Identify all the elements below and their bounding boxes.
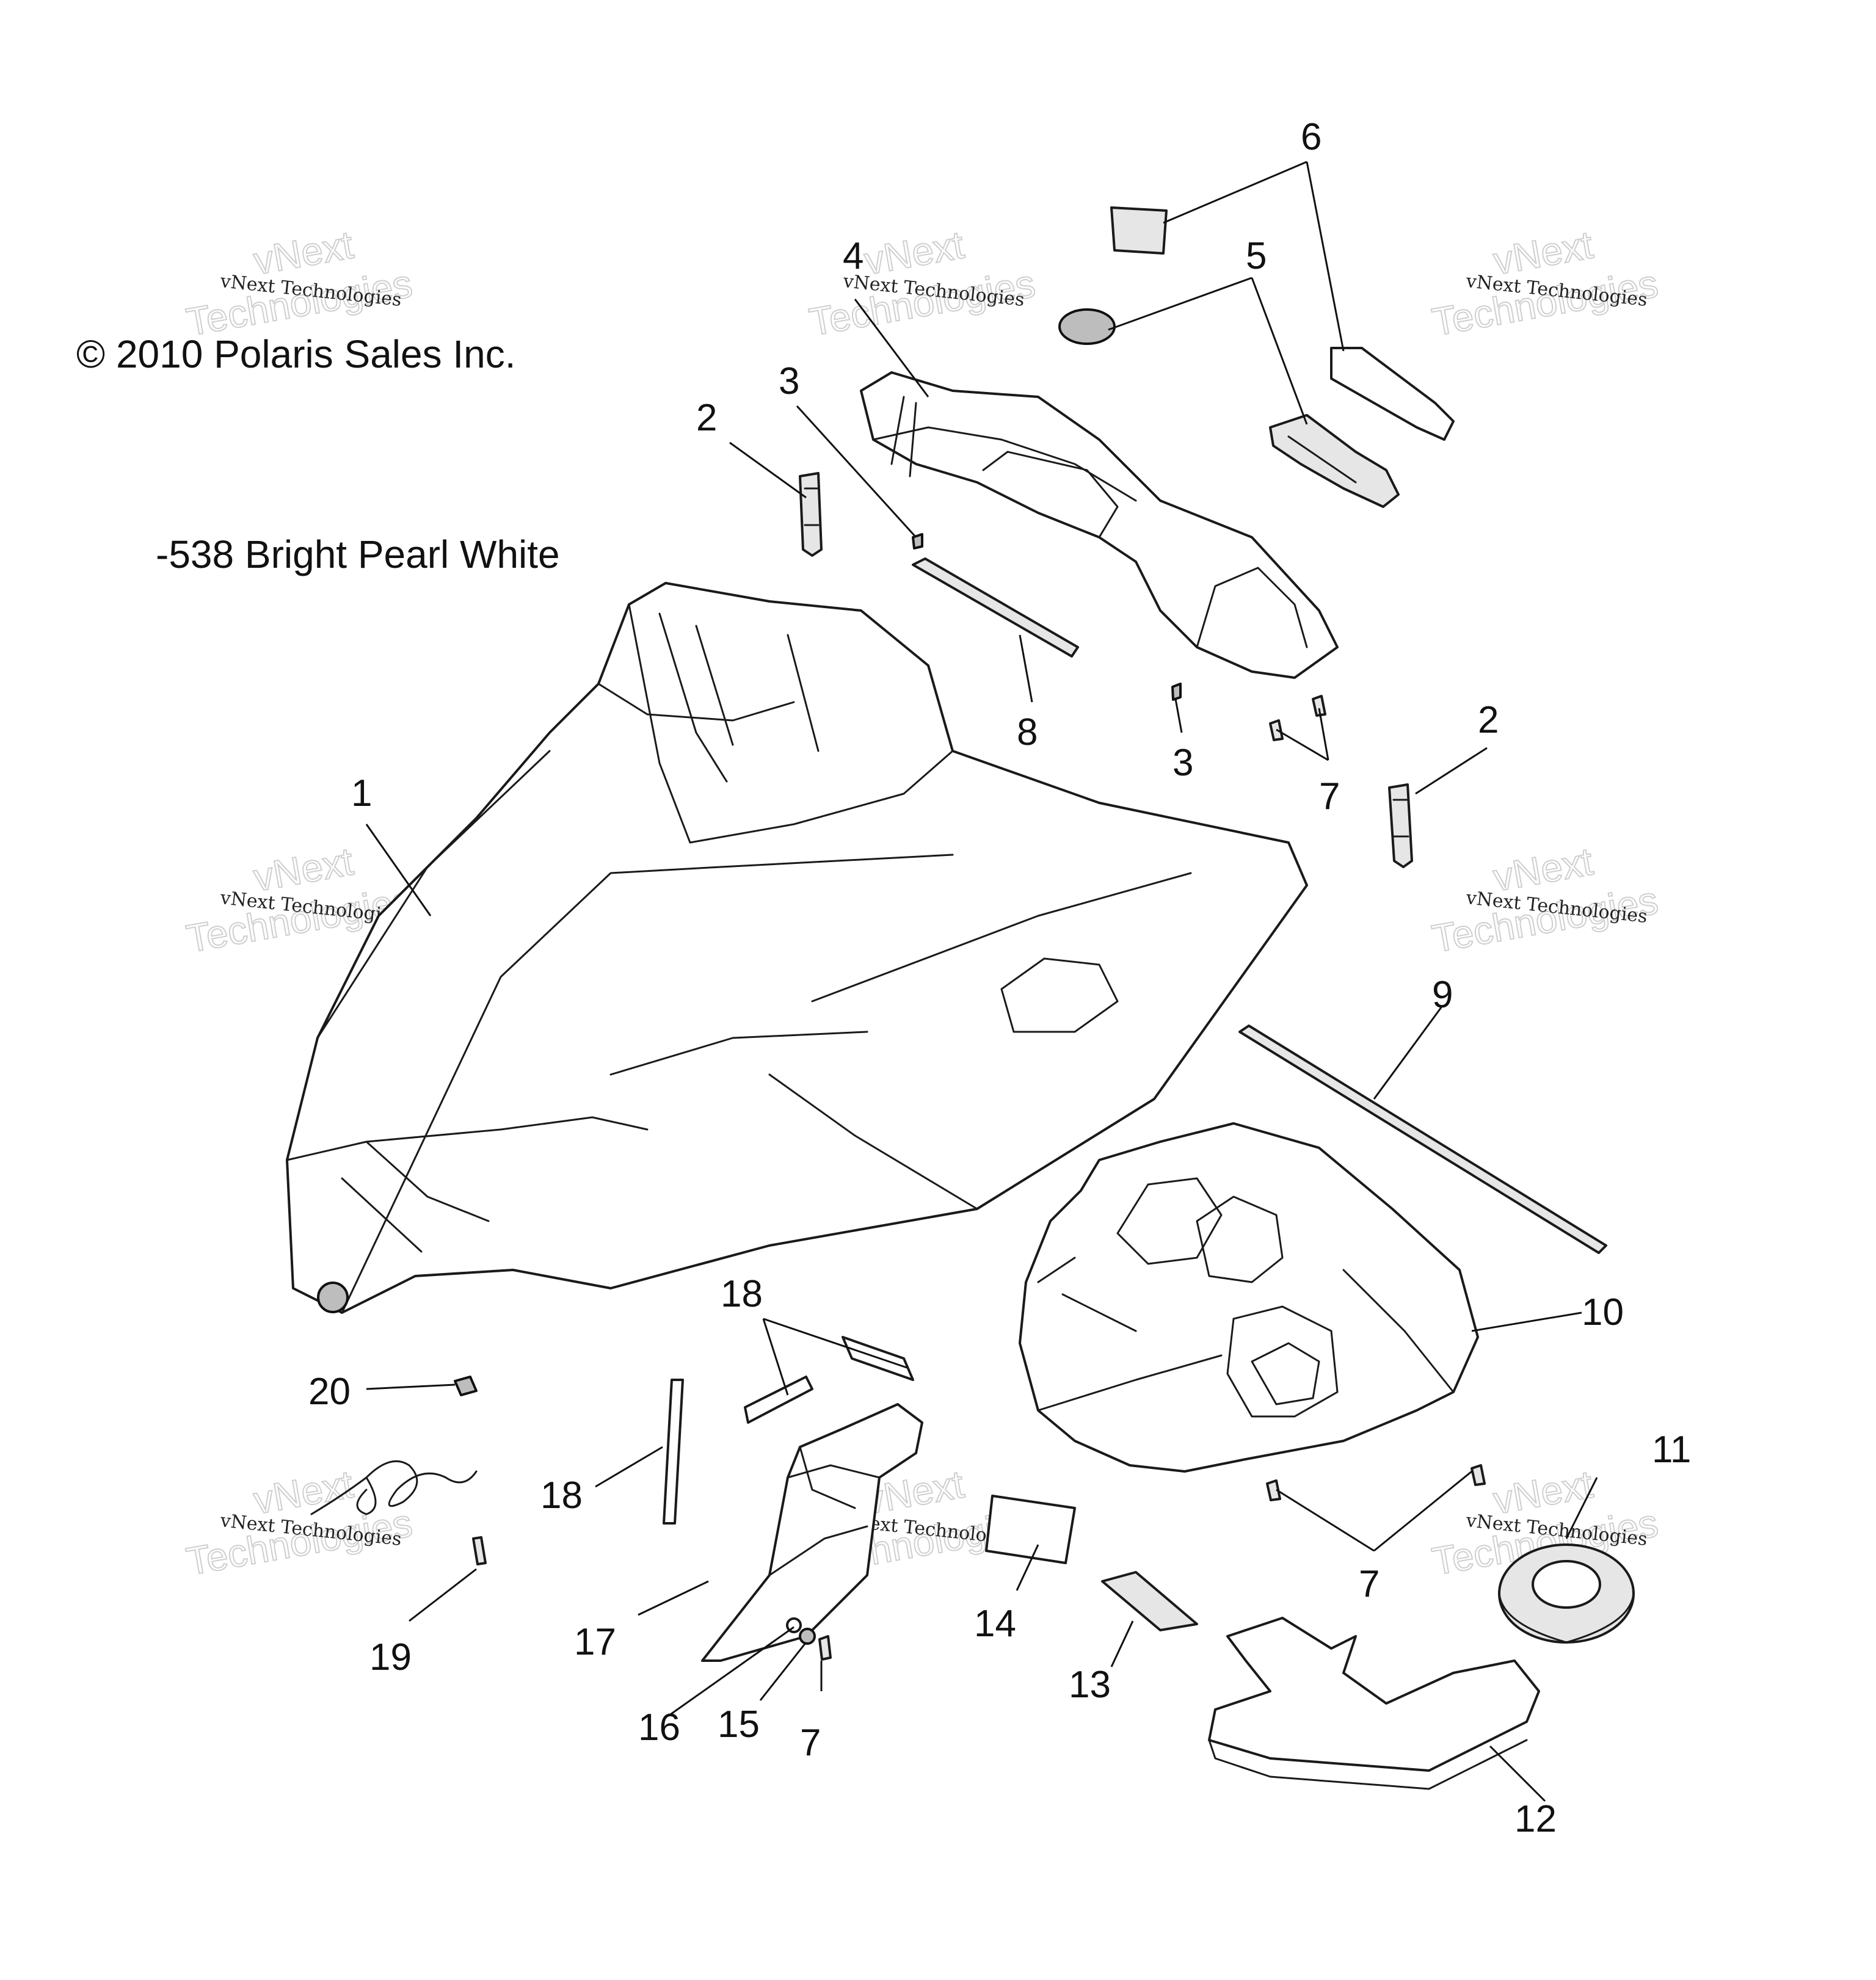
screw-part-c [1269,695,1326,741]
callout-7-top: 7 [1319,775,1340,818]
console-part [860,371,1339,679]
callout-13: 13 [1069,1664,1111,1706]
decal-13-part [1101,1571,1198,1631]
watermark-top-left: vNext Technologies vNext Technologies [183,222,416,344]
watermark-top-right: vNext Technologies vNext Technologies [1428,222,1662,344]
foam-ring-part [1498,1543,1635,1644]
screw-part-e [818,1635,832,1661]
callout-14: 14 [974,1603,1016,1645]
callout-9: 9 [1432,974,1453,1016]
callout-18-left: 18 [540,1474,583,1517]
decal-14-part [985,1495,1076,1564]
hood-part [286,582,1308,1314]
copyright-text: © 2010 Polaris Sales Inc. [76,332,516,376]
watermark-bottom-left: vNext Technologies vNext Technologies [183,1461,416,1584]
callout-19: 19 [369,1636,412,1678]
decal-part [1110,206,1455,441]
callout-labels: 1 2 2 3 3 4 5 6 7 7 7 8 9 10 11 12 13 14… [308,116,1691,1840]
callout-11: 11 [1652,1429,1691,1471]
callout-18-top: 18 [721,1273,763,1315]
callout-17: 17 [574,1621,616,1663]
callout-20: 20 [308,1371,351,1413]
seal-strip-part [912,557,1079,658]
callout-2-right: 2 [1478,699,1499,741]
callout-7-bottom: 7 [800,1722,821,1764]
callout-12: 12 [1514,1798,1557,1840]
foam-pad-part [1208,1617,1540,1790]
callout-4: 4 [843,235,863,277]
callout-5: 5 [1246,235,1267,277]
screw-part-b [1171,683,1182,701]
clip-part-left [799,472,823,557]
callout-1: 1 [351,772,372,814]
callout-7-right: 7 [1359,1563,1380,1605]
callout-8: 8 [1017,711,1038,753]
callout-6: 6 [1301,116,1322,158]
strip-18b-part [663,1379,684,1525]
leader-lines [365,161,1598,1802]
callout-15: 15 [718,1703,760,1746]
inner-panel-part [1019,1122,1479,1473]
color-note: -538 Bright Pearl White [156,532,560,576]
screw-part-d [1266,1464,1486,1501]
callout-3-bottom: 3 [1172,742,1193,784]
nut-part [799,1628,816,1645]
callout-3-top: 3 [779,360,799,402]
long-seal-strip-part [1238,1024,1607,1254]
callout-2-left: 2 [696,397,717,439]
watermark-mid-right: vNext Technologies vNext Technologies [1428,838,1662,961]
watermark-top-center: vNext Technologies vNext Technologies [805,222,1039,344]
clip-part-right [1388,783,1413,868]
harness-part [310,1376,487,1565]
bezel-part [1058,308,1400,508]
callout-16: 16 [638,1706,680,1749]
callout-10: 10 [1582,1291,1624,1333]
